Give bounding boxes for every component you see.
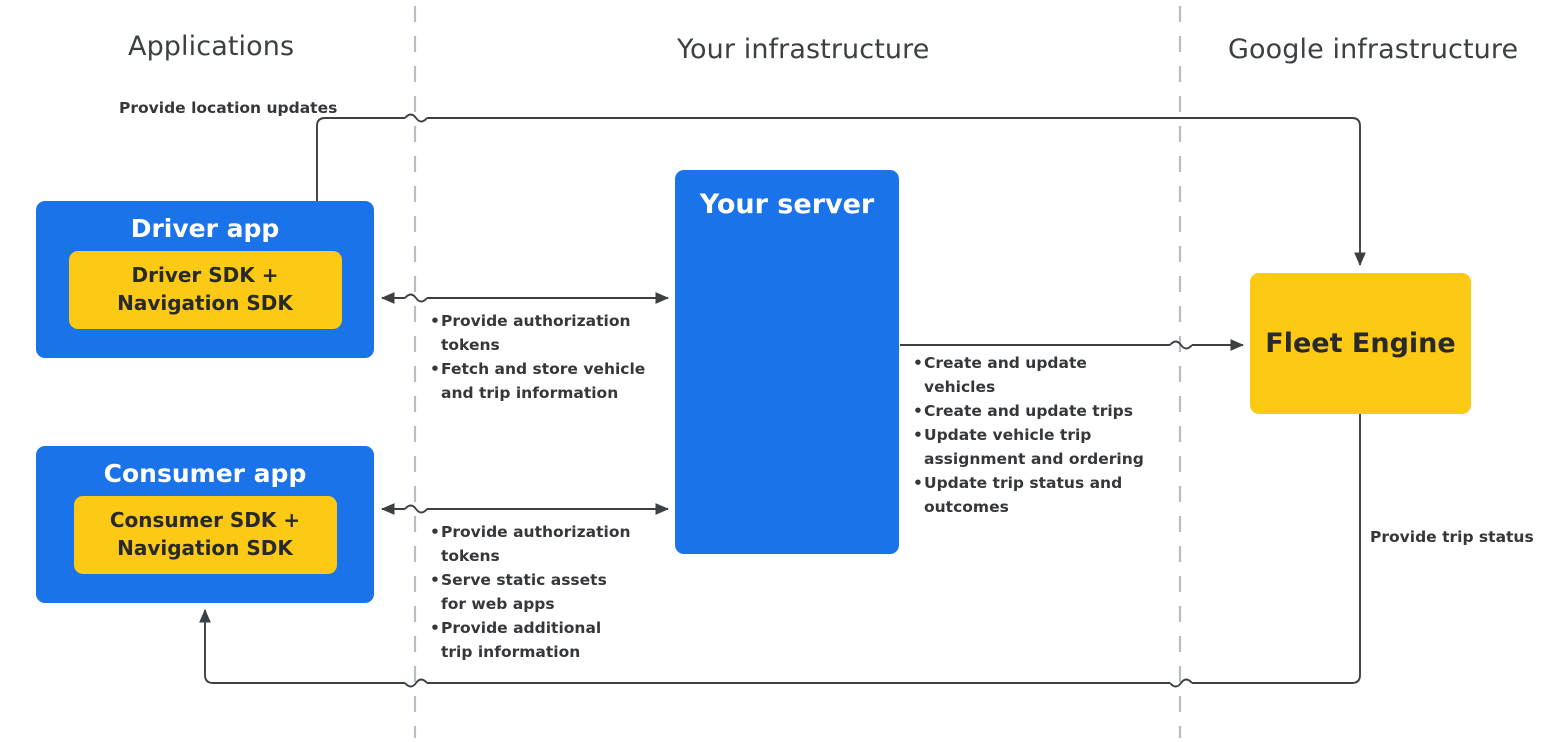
driver-sdk-line2: Navigation SDK bbox=[117, 290, 293, 315]
list-item: Fetch and store vehicle and trip informa… bbox=[430, 357, 655, 405]
list-item: Provide authorization tokens bbox=[430, 520, 645, 568]
bullet-line: Provide additional bbox=[441, 619, 602, 638]
list-item: Update vehicle trip assignment and order… bbox=[913, 423, 1163, 471]
bullet-line: Update vehicle trip bbox=[924, 426, 1092, 445]
edge-label-consumer-server: Provide authorization tokens Serve stati… bbox=[430, 520, 645, 664]
bullet-line: trip information bbox=[441, 643, 581, 662]
list-item: Create and update trips bbox=[913, 399, 1163, 423]
bullet-line: Create and update vehicles bbox=[924, 354, 1087, 397]
edge-label-trip-status: Provide trip status bbox=[1370, 528, 1534, 546]
bullet-line: Create and update trips bbox=[924, 402, 1133, 421]
edge-label-location-updates: Provide location updates bbox=[119, 99, 338, 117]
bullet-line: assignment and ordering bbox=[924, 450, 1144, 469]
edge-label-server-fleet: Create and update vehicles Create and up… bbox=[913, 351, 1163, 519]
list-item: Create and update vehicles bbox=[913, 351, 1163, 399]
list-item: Provide authorization tokens bbox=[430, 309, 655, 357]
node-fleet-engine[interactable]: Fleet Engine bbox=[1250, 273, 1471, 414]
bullet-line: Provide authorization bbox=[441, 312, 631, 330]
edge-driver-server bbox=[380, 292, 670, 304]
fleet-engine-title: Fleet Engine bbox=[1265, 328, 1456, 359]
bullet-line: Update trip status and bbox=[924, 474, 1123, 493]
consumer-app-title: Consumer app bbox=[103, 459, 307, 488]
consumer-sdk-line2: Navigation SDK bbox=[117, 535, 293, 560]
node-your-server[interactable]: Your server bbox=[675, 170, 899, 554]
consumer-sdk-chip: Consumer SDK + Navigation SDK bbox=[73, 495, 337, 574]
bullet-line: for web apps bbox=[441, 595, 555, 614]
bullet-line: tokens bbox=[441, 547, 500, 566]
consumer-sdk-line1: Consumer SDK + bbox=[109, 507, 301, 532]
edge-server-fleet bbox=[900, 339, 1245, 351]
driver-sdk-chip: Driver SDK + Navigation SDK bbox=[68, 250, 342, 329]
list-item: Serve static assets for web apps bbox=[430, 568, 645, 616]
edge-label-driver-server: Provide authorization tokens Fetch and s… bbox=[430, 309, 655, 405]
bullet-line: Provide authorization bbox=[441, 523, 631, 541]
list-item: Provide additional trip information bbox=[430, 616, 645, 664]
your-server-title: Your server bbox=[699, 189, 875, 220]
bullet-line: Fetch and store vehicle bbox=[441, 360, 646, 379]
column-header-applications: Applications bbox=[128, 31, 295, 62]
node-driver-app[interactable]: Driver app Driver SDK + Navigation SDK bbox=[36, 201, 374, 358]
driver-app-title: Driver app bbox=[130, 214, 280, 243]
edge-consumer-server bbox=[380, 503, 670, 515]
bullet-line: tokens bbox=[441, 336, 500, 355]
column-header-google-infrastructure: Google infrastructure bbox=[1228, 34, 1519, 65]
bullet-line: and trip information bbox=[441, 384, 619, 403]
bullet-line: outcomes bbox=[924, 498, 1009, 517]
list-item: Update trip status and outcomes bbox=[913, 471, 1163, 519]
bullet-line: Serve static assets bbox=[441, 571, 607, 590]
driver-sdk-line1: Driver SDK + bbox=[131, 262, 279, 287]
node-consumer-app[interactable]: Consumer app Consumer SDK + Navigation S… bbox=[36, 446, 374, 603]
column-header-your-infrastructure: Your infrastructure bbox=[677, 34, 930, 65]
